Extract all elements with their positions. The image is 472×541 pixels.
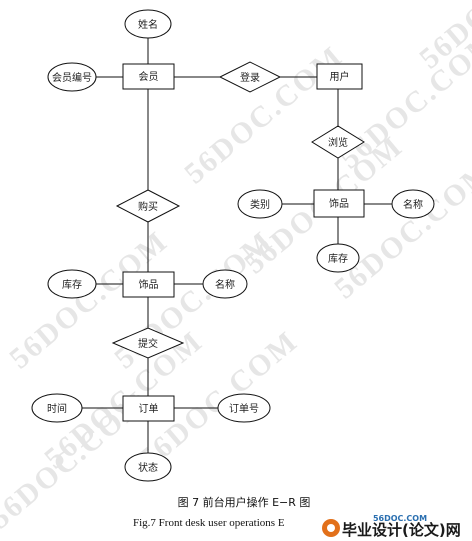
attribute-label: 状态: [138, 461, 158, 474]
entity-order: 订单: [122, 395, 175, 422]
attribute-order-no: 订单号: [217, 393, 271, 423]
attribute-member-id: 会员编号: [47, 62, 97, 92]
attribute-stock-top: 库存: [316, 243, 360, 273]
attribute-category: 类别: [237, 189, 283, 219]
entity-label: 饰品: [139, 278, 159, 291]
attribute-member-name: 姓名: [124, 9, 172, 39]
attribute-label: 名称: [215, 278, 235, 291]
logo-domain: 56DOC.COM: [373, 514, 427, 523]
entity-jewelry-top: 饰品: [313, 189, 365, 218]
relationship-label: 浏览: [328, 136, 348, 149]
figure-caption-cn: 图 7 前台用户操作 E−R 图: [178, 495, 311, 509]
relationship-label: 购买: [138, 200, 158, 213]
attribute-label: 库存: [62, 278, 82, 291]
entity-label: 订单: [139, 403, 159, 415]
attribute-label: 订单号: [229, 403, 259, 415]
entity-jewelry-bottom: 饰品: [122, 271, 175, 298]
attribute-time: 时间: [31, 393, 83, 423]
attribute-label: 时间: [47, 402, 67, 415]
connection-lines: [82, 38, 392, 453]
attribute-stock-bottom: 库存: [47, 269, 97, 299]
attribute-label: 姓名: [138, 18, 158, 31]
entity-user: 用户: [316, 63, 363, 90]
relationship-label: 提交: [138, 337, 158, 350]
attribute-label: 类别: [250, 198, 270, 211]
entity-label: 会员: [139, 70, 159, 83]
relationship-label: 登录: [240, 71, 260, 84]
entity-member: 会员: [122, 63, 175, 90]
attribute-status: 状态: [124, 452, 172, 482]
relationship-submit: 提交: [111, 327, 185, 359]
relationship-purchase: 购买: [115, 189, 181, 223]
attribute-label: 名称: [403, 198, 423, 211]
entity-label: 饰品: [329, 197, 349, 210]
site-logo: 56DOC.COM 毕业设计(论文)网: [312, 514, 472, 541]
relationship-login: 登录: [218, 61, 282, 93]
attribute-name-bottom: 名称: [202, 269, 248, 299]
figure-caption-en: Fig.7 Front desk user operations E: [133, 517, 285, 529]
logo-badge-inner-icon: [327, 524, 335, 532]
logo-title: 毕业设计(论文)网: [342, 521, 461, 539]
attribute-label: 会员编号: [52, 71, 92, 84]
relationship-browse: 浏览: [311, 125, 365, 159]
entity-label: 用户: [330, 70, 350, 83]
watermark-text: 56DOC.COM: [178, 39, 349, 190]
attribute-label: 库存: [328, 252, 348, 265]
attribute-name-top: 名称: [391, 189, 435, 219]
